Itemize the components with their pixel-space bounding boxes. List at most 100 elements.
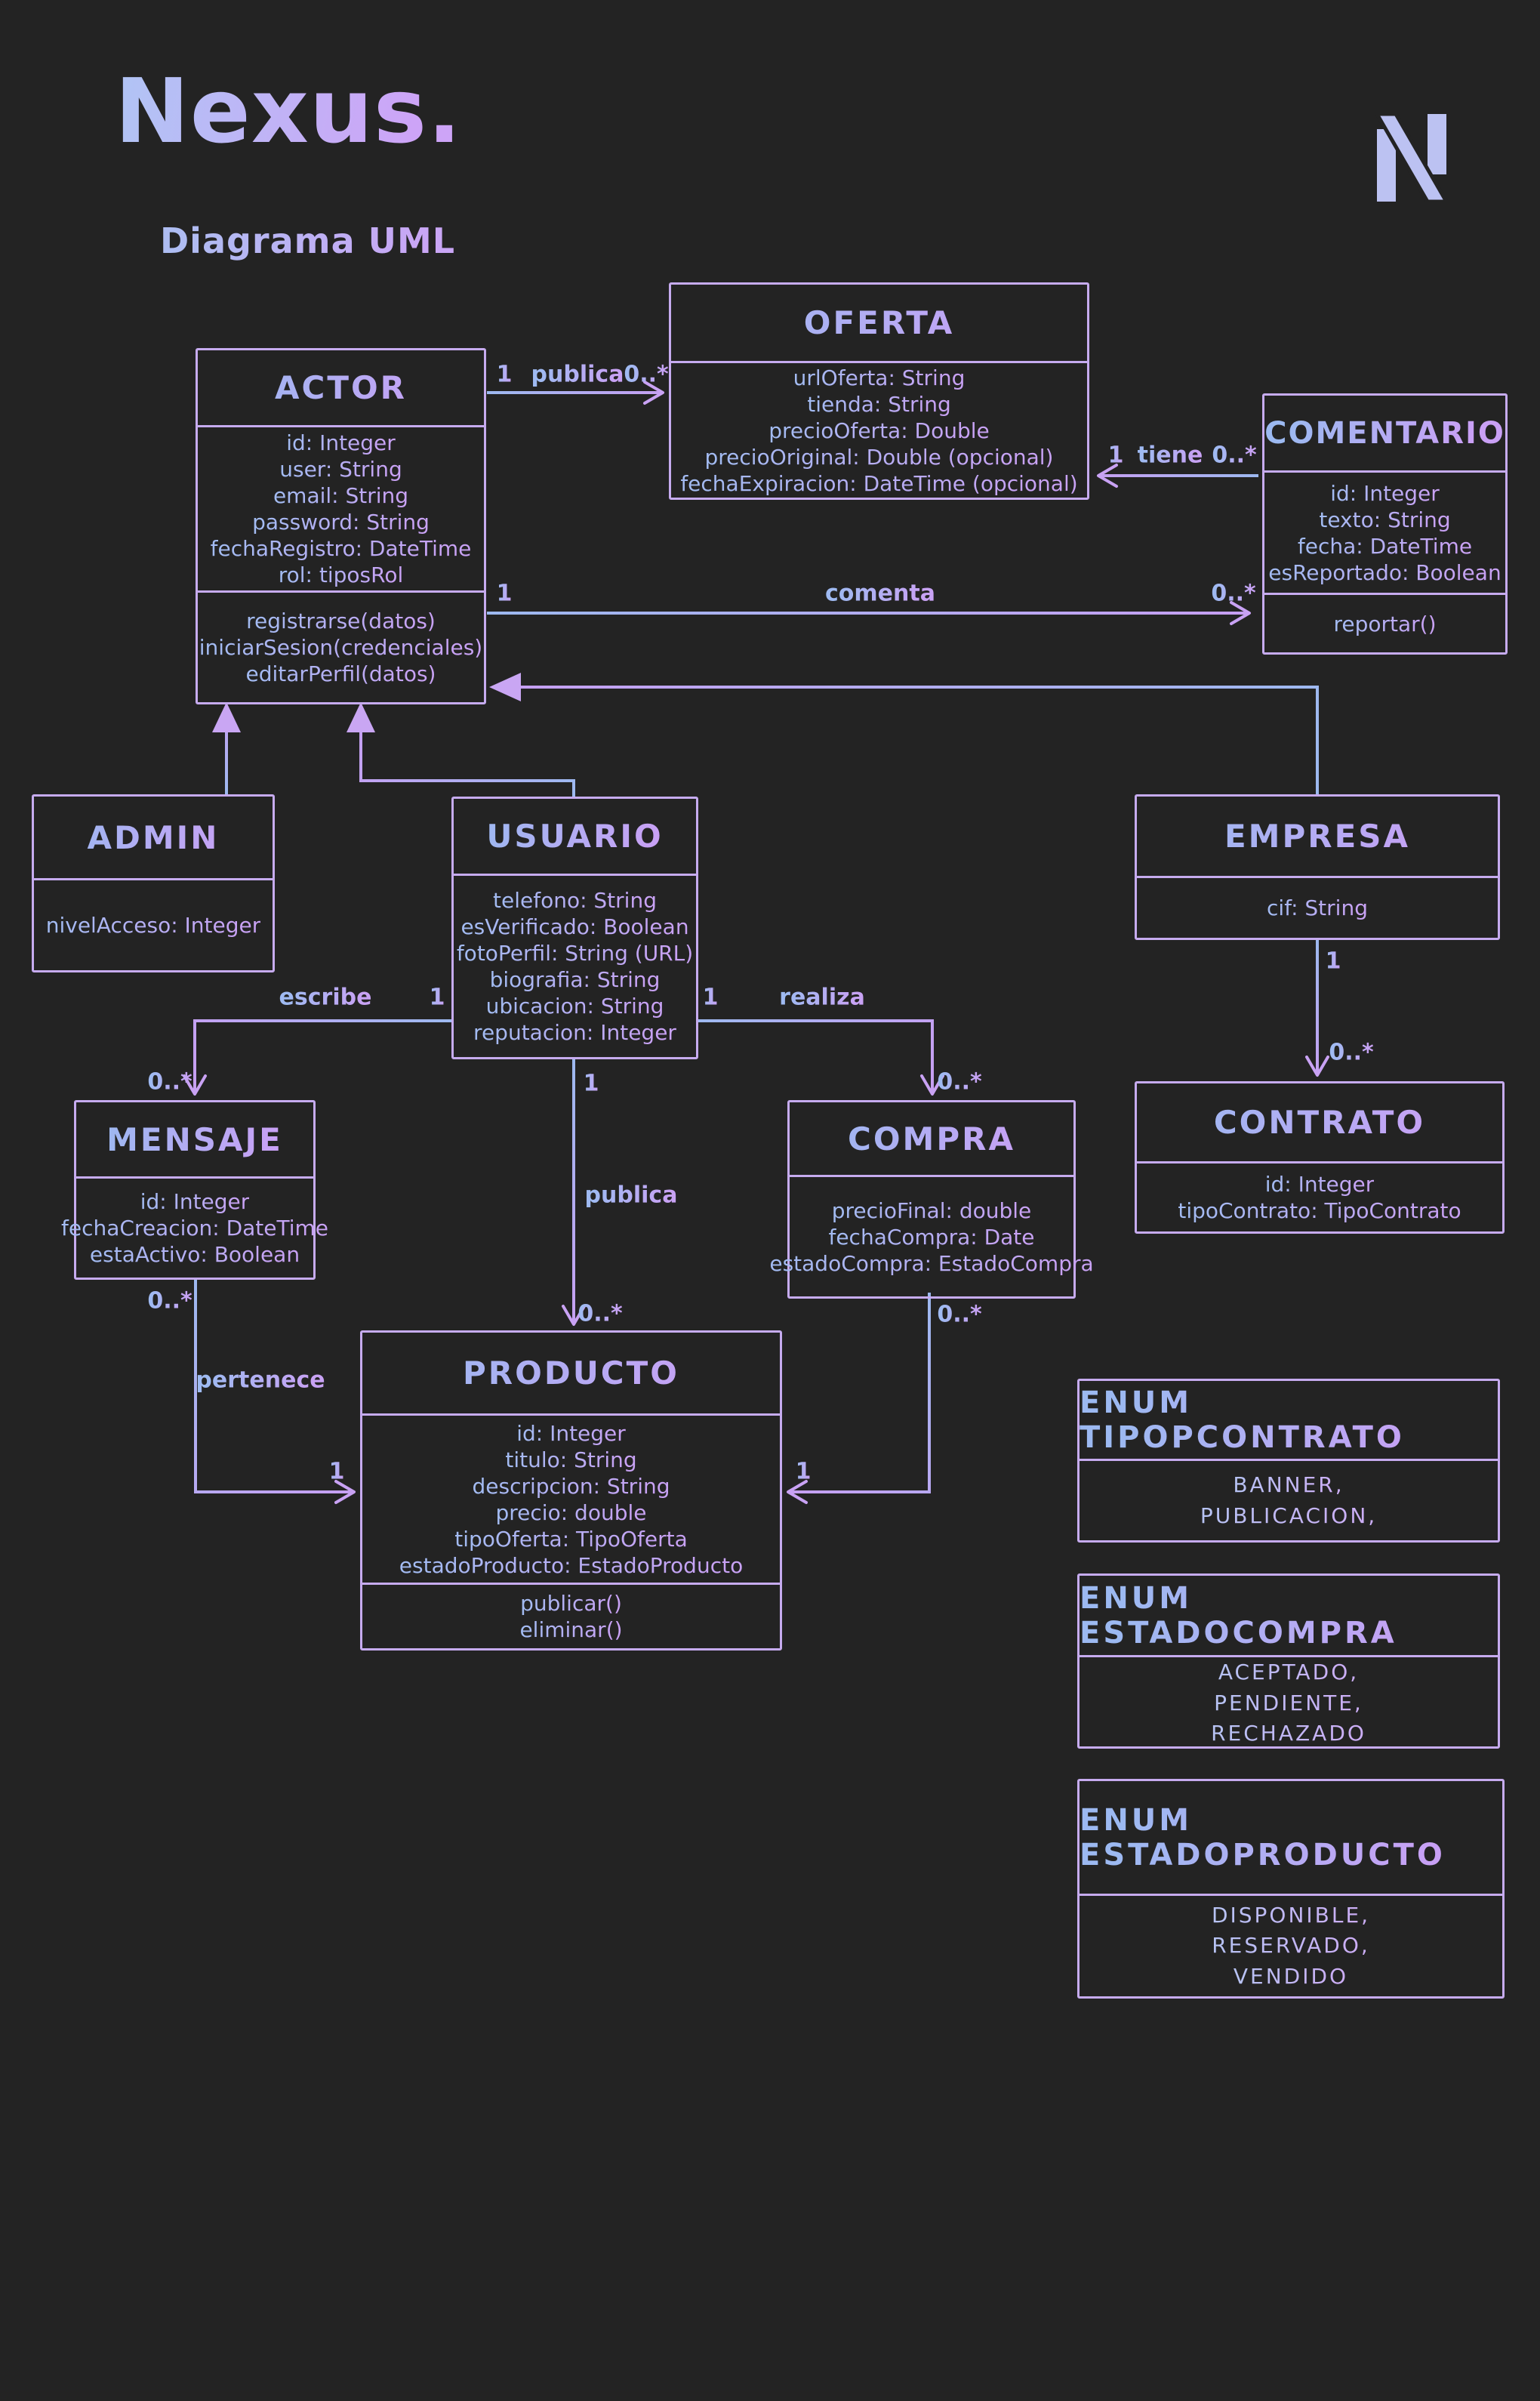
class-title: COMENTARIO [1264,396,1505,473]
enum-estadocompra: ENUM ESTADOCOMPRA ACEPTADO,PENDIENTE,REC… [1077,1573,1500,1749]
inheritance-usuario-actor-line [359,732,575,797]
enum-values: BANNER,PUBLICACION, [1080,1461,1498,1540]
member-line: fotoPerfil: String (URL) [456,941,694,966]
cardinality: 1 [496,580,513,607]
cardinality: 1 [328,1458,345,1485]
member-line: PENDIENTE, [1214,1688,1363,1719]
member-line: nivelAcceso: Integer [45,913,261,938]
class-admin: ADMIN nivelAcceso: Integer [32,794,275,972]
member-line: registrarse(datos) [246,609,436,633]
class-empresa: EMPRESA cif: String [1135,794,1500,940]
enum-title: ENUM ESTADOPRODUCTO [1080,1781,1502,1896]
relation-label-escribe: escribe [279,984,372,1011]
class-title: EMPRESA [1137,797,1498,878]
member-line: biografia: String [489,967,661,992]
member-line: fechaRegistro: DateTime [210,536,472,561]
member-line: RECHAZADO [1211,1718,1366,1749]
class-title: ADMIN [34,797,273,880]
member-line: precioOriginal: Double (opcional) [704,444,1054,470]
member-line: descripcion: String [472,1473,670,1499]
member-line: ACEPTADO, [1218,1657,1359,1688]
member-line: ubicacion: String [485,994,664,1019]
member-line: fechaCreacion: DateTime [60,1216,329,1241]
relation-escribe-line [183,1019,451,1096]
cardinality: 0..* [624,361,669,388]
member-line: id: Integer [1330,480,1440,506]
member-line: password: String [252,510,430,535]
class-title: PRODUCTO [362,1333,780,1416]
inheritance-empresa-actor-line [521,686,1319,794]
inheritance-arrowhead [489,673,521,701]
class-methods: registrarse(datos)iniciarSesion(credenci… [198,593,484,702]
relation-label-publica: publica [531,361,624,388]
class-methods: reportar() [1264,595,1505,652]
member-line: id: Integer [286,430,396,455]
relation-realiza-line [696,1019,944,1096]
relation-pertenece-line [194,1280,356,1504]
relation-label-pertenece: pertenece [196,1367,325,1394]
cardinality: 0..* [578,1300,623,1327]
cardinality: 1 [583,1070,599,1097]
enum-title: ENUM TIPOPCONTRATO [1080,1381,1498,1461]
cardinality: 1 [429,984,445,1011]
class-title: MENSAJE [76,1102,313,1179]
member-line: estadoProducto: EstadoProducto [399,1552,744,1578]
n-icon-right-bar [1428,114,1446,174]
member-line: BANNER, [1233,1470,1344,1501]
class-attributes: cif: String [1137,878,1498,938]
inheritance-arrowhead [212,702,241,732]
enum-tipocontrato: ENUM TIPOPCONTRATO BANNER,PUBLICACION, [1077,1379,1500,1543]
relation-label-publica-producto: publica [584,1182,678,1209]
class-title: ACTOR [198,350,484,427]
cardinality: 0..* [1211,580,1256,607]
member-line: cif: String [1267,895,1368,920]
class-title: CONTRATO [1137,1083,1502,1164]
member-line: tipoContrato: TipoContrato [1178,1198,1461,1223]
member-line: tienda: String [807,391,951,417]
member-line: precioOferta: Double [768,418,990,443]
cardinality: 0..* [937,1068,982,1096]
member-line: PUBLICACION, [1200,1501,1377,1532]
cardinality: 1 [702,984,719,1011]
member-line: titulo: String [505,1447,637,1472]
member-line: RESERVADO, [1212,1931,1370,1962]
member-line: precio: double [495,1499,647,1525]
member-line: telefono: String [493,888,657,913]
member-line: esVerificado: Boolean [460,914,689,939]
member-line: fecha: DateTime [1297,533,1473,559]
n-icon-diagonal [1375,113,1448,202]
cardinality: 0..* [1212,442,1257,469]
member-line: reputacion: Integer [473,1020,676,1045]
member-line: id: Integer [140,1189,250,1214]
app-logo: Nexus. [115,59,462,163]
cardinality: 1 [1107,442,1124,469]
member-line: precioFinal: double [831,1197,1032,1223]
member-line: rol: tiposRol [278,562,404,587]
member-line: fechaExpiracion: DateTime (opcional) [680,470,1078,496]
member-line: DISPONIBLE, [1212,1900,1370,1931]
member-line: texto: String [1319,507,1451,532]
member-line: estadoCompra: EstadoCompra [769,1250,1094,1276]
member-line: VENDIDO [1234,1962,1348,1993]
cardinality: 0..* [1329,1039,1374,1066]
enum-title: ENUM ESTADOCOMPRA [1080,1576,1498,1657]
member-line: eliminar() [519,1617,623,1642]
cardinality: 1 [496,361,513,388]
cardinality: 0..* [147,1068,192,1096]
class-title: OFERTA [671,285,1087,363]
